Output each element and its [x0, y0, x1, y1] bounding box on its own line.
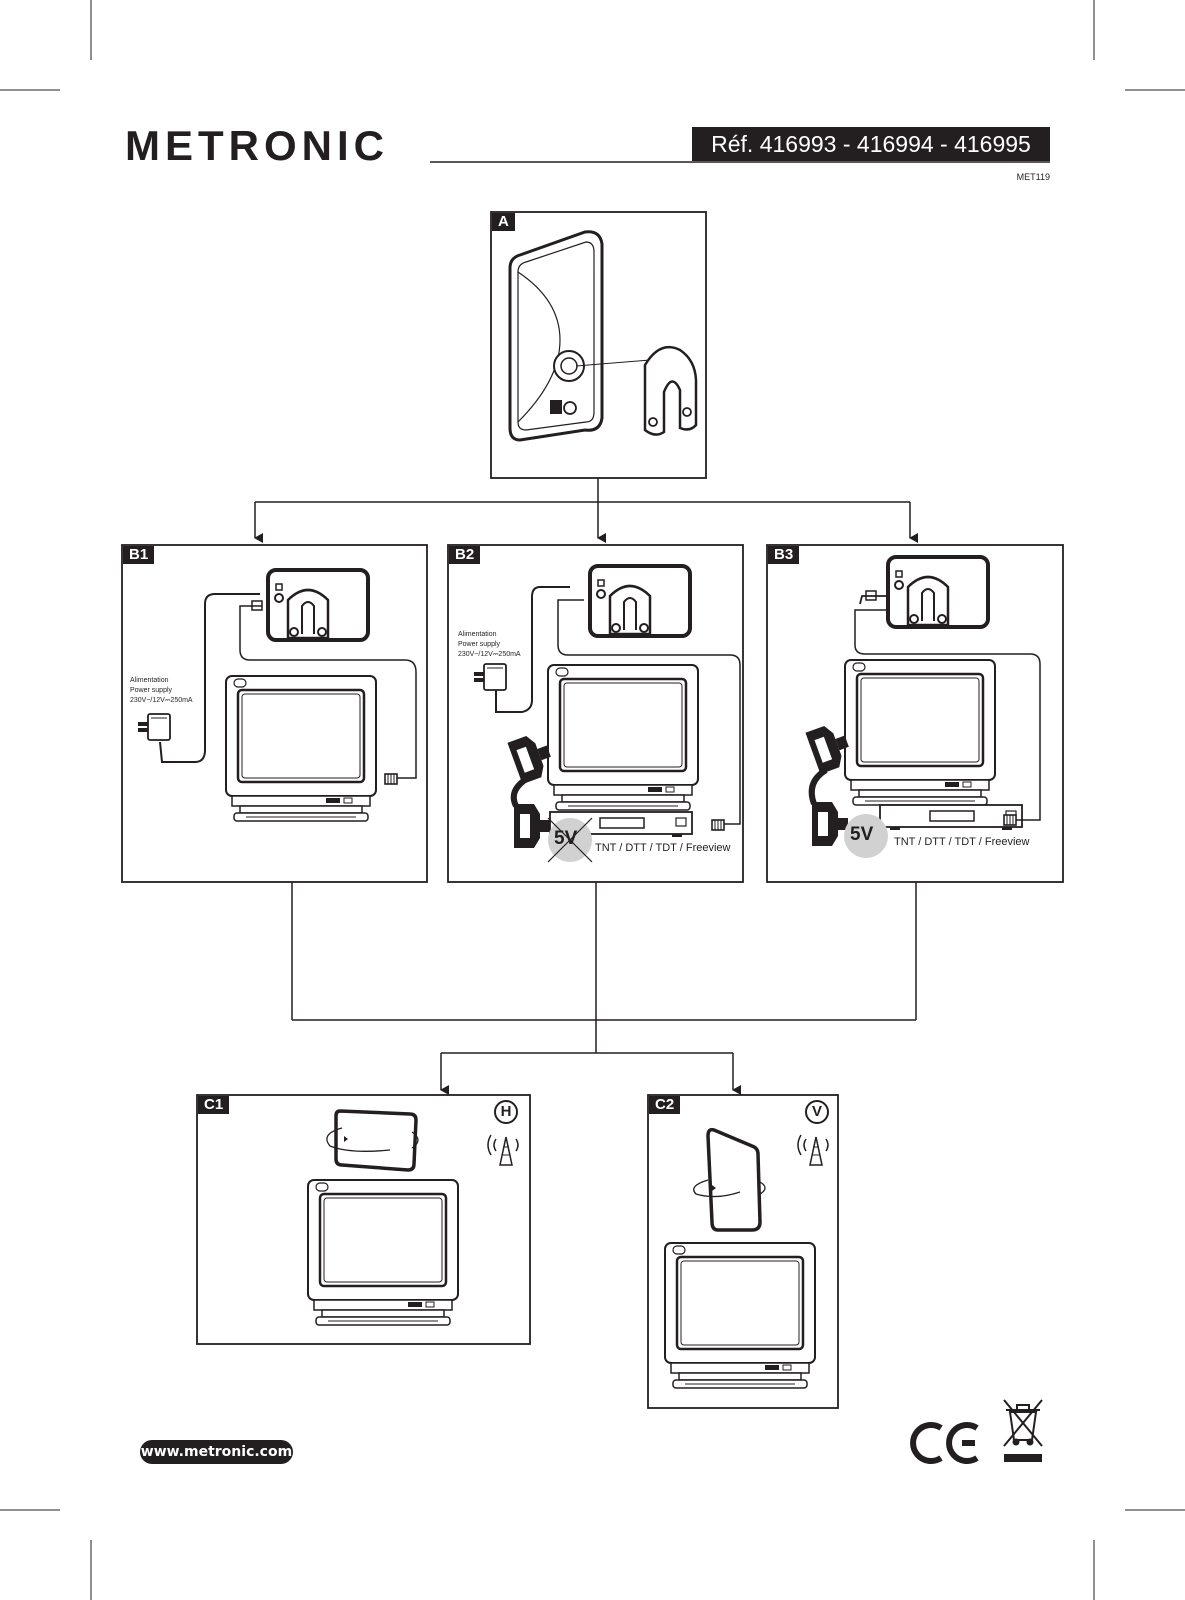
standards-label-b3: TNT / DTT / TDT / Freeview — [894, 836, 1030, 848]
stand-illustration — [643, 345, 698, 436]
panel-b2 — [447, 544, 744, 883]
television-icon — [306, 1178, 460, 1327]
panel-b3 — [766, 544, 1064, 883]
panel-c2 — [647, 1094, 839, 1409]
website-link[interactable]: www.metronic.com — [140, 1440, 293, 1464]
antenna-icon — [886, 555, 990, 629]
power-note-line: Power supply — [458, 641, 501, 648]
brand-logo: METRONIC — [125, 122, 389, 169]
antenna-icon — [588, 564, 692, 638]
panel-label-b3: B3 — [768, 546, 800, 564]
coax-plug-icon — [384, 773, 398, 785]
panel-c1 — [196, 1094, 531, 1345]
voltage-label-b3: 5V — [850, 824, 874, 845]
polarization-badge-v: V — [805, 1100, 829, 1124]
power-note-line: 230V~/12V⎓250mA — [130, 697, 193, 704]
panel-b1 — [121, 544, 428, 883]
weee-bin-icon — [1003, 1399, 1043, 1462]
panel-a — [490, 211, 707, 479]
panel-label-c1: C1 — [198, 1096, 230, 1114]
power-note-b2: Alimentation Power supply 230V~/12V⎓250m… — [458, 630, 521, 660]
voltage-label-b2: 5V — [554, 828, 578, 849]
5v-badge — [844, 814, 888, 858]
ce-mark-icon — [910, 1422, 979, 1464]
power-note-line: Power supply — [130, 687, 173, 694]
television-icon — [224, 674, 378, 823]
decoder-icon — [879, 804, 1023, 831]
panel-label-b2: B2 — [449, 546, 481, 564]
antenna-vertical-icon — [693, 1127, 766, 1232]
standards-label-b2: TNT / DTT / TDT / Freeview — [595, 842, 731, 854]
television-icon — [663, 1241, 817, 1390]
antenna-horizontal-icon — [326, 1109, 419, 1172]
coax-plug-icon — [1003, 814, 1017, 826]
flow-lines-a-to-b — [254, 478, 918, 543]
power-note-line: Alimentation — [458, 631, 497, 638]
power-note-line: 230V~/12V⎓250mA — [458, 651, 521, 658]
reference-banner: Réf. 416993 - 416994 - 416995 — [692, 127, 1050, 161]
antenna-back-illustration — [508, 230, 651, 442]
document-code: MET119 — [1016, 172, 1050, 182]
power-note-line: Alimentation — [130, 677, 169, 684]
panel-label-c2: C2 — [649, 1096, 681, 1114]
polarization-badge-h: H — [494, 1100, 518, 1124]
panel-label-b1: B1 — [123, 546, 155, 564]
flow-lines-b-to-c — [291, 882, 917, 1095]
coax-plug-icon — [711, 819, 725, 831]
power-note-b1: Alimentation Power supply 230V~/12V⎓250m… — [130, 676, 193, 706]
panel-label-a: A — [492, 213, 515, 231]
television-icon — [546, 663, 700, 812]
television-icon — [843, 658, 997, 807]
antenna-icon — [266, 568, 370, 642]
